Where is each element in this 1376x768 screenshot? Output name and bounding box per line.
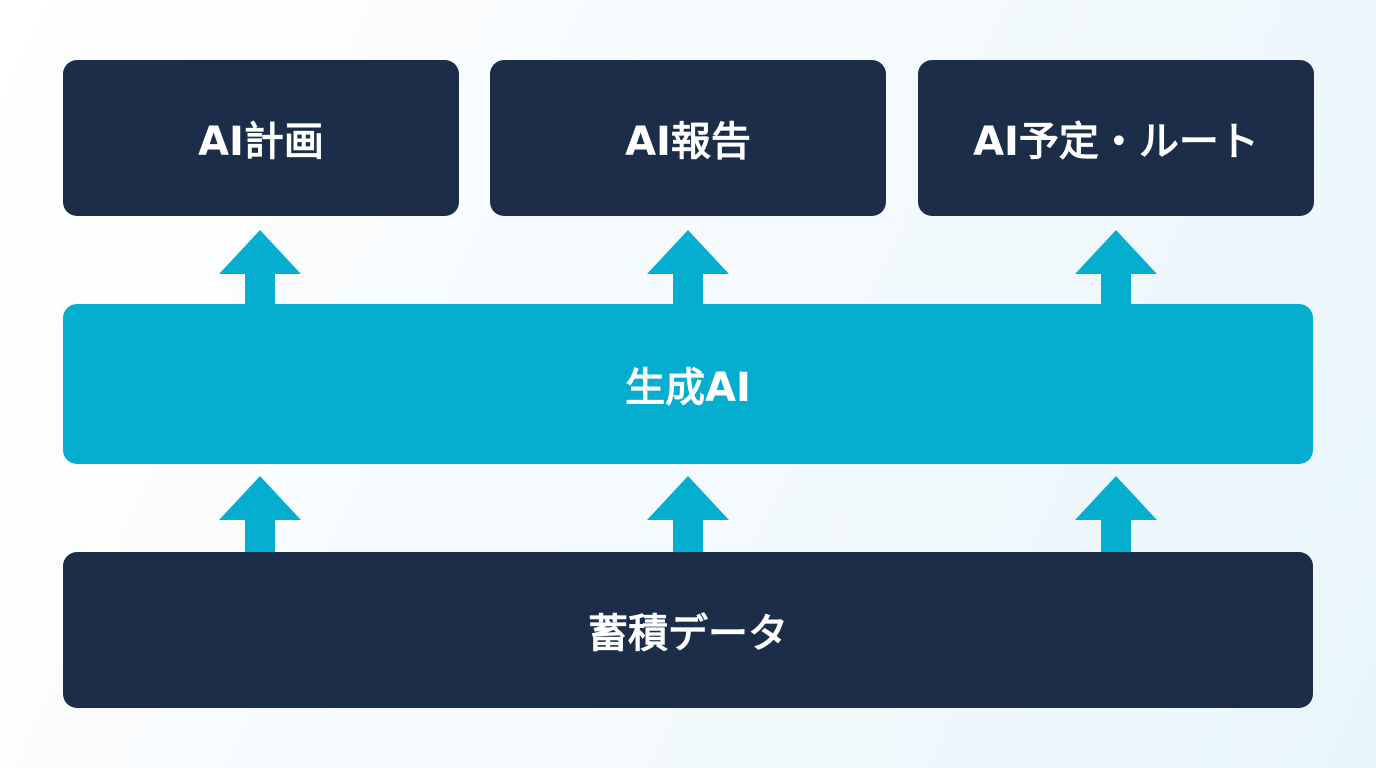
up-arrow-icon xyxy=(219,476,301,552)
accumulated-data-label: 蓄積データ xyxy=(588,611,788,657)
ai-plan-label: AI計画 xyxy=(198,119,324,165)
ai-schedule-route-label: AI予定・ルート xyxy=(973,119,1259,165)
accumulated-data-box: 蓄積データ xyxy=(63,552,1313,708)
up-arrow-icon xyxy=(1075,476,1157,552)
generative-ai-box: 生成AI xyxy=(63,304,1313,464)
up-arrow-icon xyxy=(647,230,729,304)
generative-ai-label: 生成AI xyxy=(625,365,751,411)
up-arrow-icon xyxy=(647,476,729,552)
ai-report-box: AI報告 xyxy=(490,60,886,216)
ai-plan-box: AI計画 xyxy=(63,60,459,216)
ai-schedule-route-box: AI予定・ルート xyxy=(918,60,1314,216)
ai-report-label: AI報告 xyxy=(625,119,751,165)
up-arrow-icon xyxy=(1075,230,1157,304)
up-arrow-icon xyxy=(219,230,301,304)
